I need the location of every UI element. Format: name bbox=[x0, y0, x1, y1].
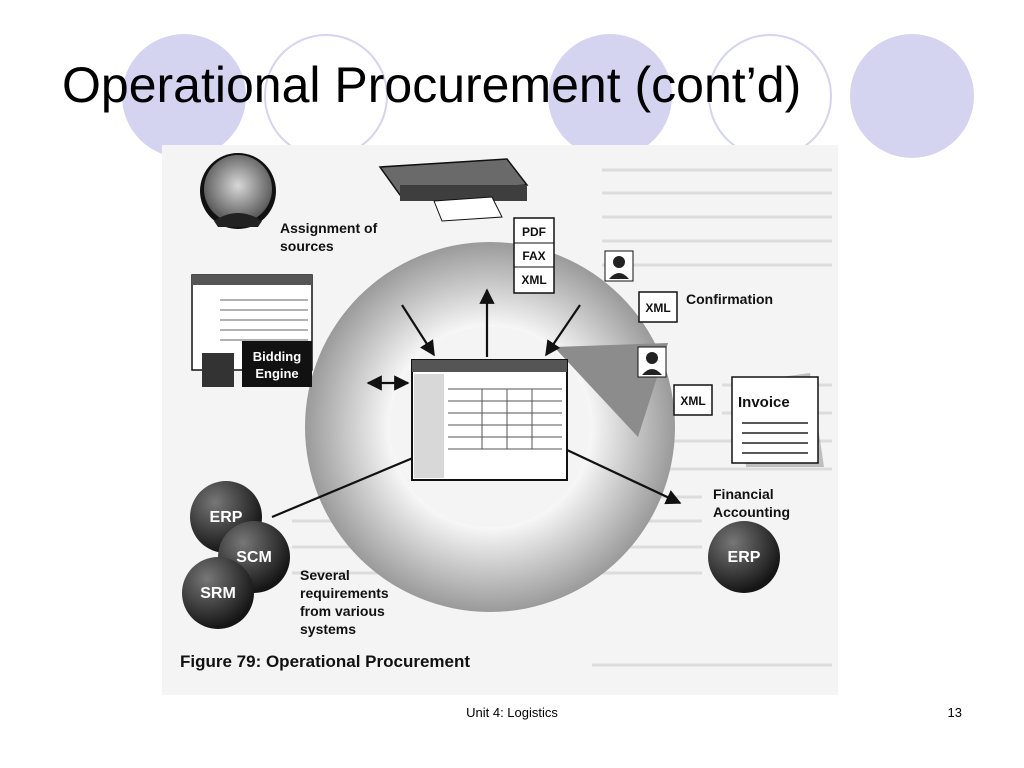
srm-label: SRM bbox=[200, 585, 236, 602]
supplier-person-icon-1 bbox=[604, 250, 634, 282]
financial-label-line2: Accounting bbox=[713, 504, 790, 520]
procurement-diagram: Assignment of sources PDF FAX XML XML Co… bbox=[180, 153, 832, 671]
flow-arrows bbox=[271, 288, 682, 519]
printer-icon bbox=[378, 158, 529, 222]
central-app-screen bbox=[411, 359, 568, 481]
erp-right-label: ERP bbox=[728, 549, 761, 566]
decor-circle-3 bbox=[548, 34, 672, 158]
scm-label: SCM bbox=[236, 549, 272, 566]
person-photo bbox=[200, 153, 276, 229]
erp-sphere-right bbox=[708, 521, 780, 593]
decor-circle-4 bbox=[708, 34, 832, 158]
assignment-label-line2: sources bbox=[280, 238, 334, 254]
format-pdf: PDF bbox=[522, 225, 546, 239]
invoice-label: Invoice bbox=[738, 394, 790, 411]
decor-circle-1 bbox=[122, 34, 246, 158]
supplier-person-icon-2 bbox=[637, 346, 667, 378]
figure-caption: Figure 79: Operational Procurement bbox=[180, 652, 470, 671]
assignment-label-line1: Assignment of bbox=[280, 220, 378, 236]
invoice-document bbox=[731, 373, 824, 467]
bidding-engine-screen bbox=[191, 274, 313, 387]
requirements-label-line3: from various bbox=[300, 603, 385, 619]
decor-circle-2 bbox=[264, 34, 388, 158]
confirmation-label: Confirmation bbox=[686, 291, 773, 307]
confirmation-xml-text: XML bbox=[645, 301, 670, 315]
procurement-figure: Assignment of sources PDF FAX XML XML Co… bbox=[162, 145, 838, 695]
format-fax: FAX bbox=[522, 249, 545, 263]
doc-format-tags: PDF FAX XML bbox=[513, 217, 555, 294]
bidding-label-line1: Bidding bbox=[253, 349, 301, 364]
format-xml: XML bbox=[521, 273, 546, 287]
requirements-label-line4: systems bbox=[300, 621, 356, 637]
decor-circle-5 bbox=[850, 34, 974, 158]
erp-left-label: ERP bbox=[210, 509, 243, 526]
requirements-label-line2: requirements bbox=[300, 585, 389, 601]
invoice-xml-tag bbox=[673, 384, 713, 416]
page-number: 13 bbox=[947, 705, 962, 720]
invoice-xml-text: XML bbox=[680, 394, 705, 408]
requirements-label-line1: Several bbox=[300, 567, 350, 583]
bidding-label-line2: Engine bbox=[255, 366, 298, 381]
srm-sphere bbox=[182, 557, 254, 629]
slide-title: Operational Procurement (cont’d) bbox=[62, 57, 802, 113]
footer-unit: Unit 4: Logistics bbox=[466, 705, 558, 720]
financial-label-line1: Financial bbox=[713, 486, 774, 502]
confirmation-xml-tag bbox=[638, 291, 678, 323]
